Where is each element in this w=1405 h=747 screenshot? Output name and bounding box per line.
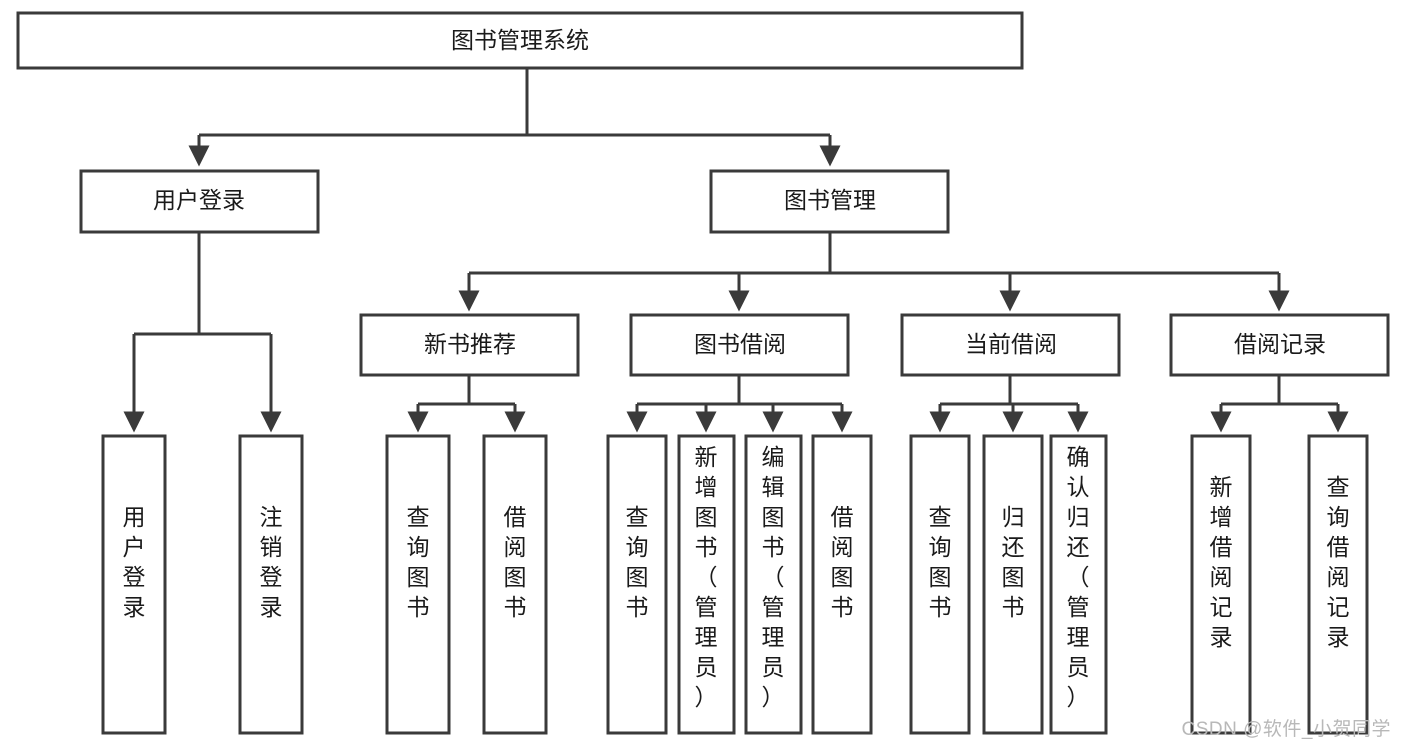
node-book-manage-label: 图书管理 — [784, 187, 876, 213]
node-leaf-return-book-box[interactable] — [982, 434, 1044, 735]
node-leaf-user-logout-label: 注销登录 — [260, 504, 283, 620]
node-user-login-label: 用户登录 — [153, 187, 245, 213]
node-leaf-query-book-borrow-box[interactable] — [606, 434, 668, 735]
node-leaf-query-book-cur[interactable]: 查询图书 — [909, 434, 971, 735]
node-leaf-user-login-box[interactable] — [101, 434, 167, 735]
node-leaf-add-book-box[interactable] — [677, 434, 736, 735]
node-user-login[interactable]: 用户登录 — [79, 169, 320, 234]
node-user-login-box[interactable] — [79, 169, 320, 234]
node-book-borrow-label: 图书借阅 — [694, 331, 786, 357]
node-leaf-query-record-box[interactable] — [1307, 434, 1369, 735]
node-new-book-rec-box[interactable] — [359, 313, 580, 377]
node-leaf-query-book-rec[interactable]: 查询图书 — [385, 434, 451, 735]
node-leaf-borrow-book-box[interactable] — [811, 434, 873, 735]
node-leaf-confirm-return-label: 确认归还（管理员） — [1067, 444, 1090, 710]
node-leaf-confirm-return-box[interactable] — [1049, 434, 1108, 735]
node-leaf-add-book[interactable]: 新增图书（管理员） — [677, 434, 736, 735]
node-current-borrow[interactable]: 当前借阅 — [900, 313, 1121, 377]
csdn-watermark: CSDN @软件_小贺同学 — [1181, 719, 1391, 740]
node-leaf-user-logout[interactable]: 注销登录 — [238, 434, 304, 735]
node-leaf-user-login-label: 用户登录 — [123, 504, 146, 620]
node-root[interactable]: 图书管理系统 — [16, 11, 1024, 70]
node-leaf-add-record-label: 新增借阅记录 — [1210, 474, 1233, 650]
node-leaf-add-record-box[interactable] — [1190, 434, 1252, 735]
node-current-borrow-box[interactable] — [900, 313, 1121, 377]
node-borrow-record-label: 借阅记录 — [1234, 331, 1326, 357]
node-leaf-return-book[interactable]: 归还图书 — [982, 434, 1044, 735]
node-leaf-borrow-book-rec[interactable]: 借阅图书 — [482, 434, 548, 735]
node-leaf-query-book-rec-box[interactable] — [385, 434, 451, 735]
node-leaf-borrow-book[interactable]: 借阅图书 — [811, 434, 873, 735]
node-leaf-user-login[interactable]: 用户登录 — [101, 434, 167, 735]
node-leaf-edit-book-label: 编辑图书（管理员） — [762, 444, 785, 710]
node-book-manage-box[interactable] — [709, 169, 950, 234]
node-leaf-edit-book-box[interactable] — [744, 434, 803, 735]
node-current-borrow-label: 当前借阅 — [965, 331, 1057, 357]
node-leaf-borrow-book-label: 借阅图书 — [831, 504, 854, 620]
node-leaf-query-book-cur-label: 查询图书 — [929, 504, 952, 620]
node-leaf-borrow-book-rec-label: 借阅图书 — [504, 504, 527, 620]
node-leaf-confirm-return[interactable]: 确认归还（管理员） — [1049, 434, 1108, 735]
connector-group — [123, 68, 1349, 433]
node-leaf-add-book-label: 新增图书（管理员） — [695, 444, 718, 710]
node-leaf-user-logout-box[interactable] — [238, 434, 304, 735]
node-borrow-record[interactable]: 借阅记录 — [1169, 313, 1390, 377]
node-leaf-edit-book[interactable]: 编辑图书（管理员） — [744, 434, 803, 735]
node-leaf-query-record-label: 查询借阅记录 — [1327, 474, 1350, 650]
node-new-book-rec[interactable]: 新书推荐 — [359, 313, 580, 377]
node-leaf-query-book-borrow-label: 查询图书 — [626, 504, 649, 620]
node-leaf-query-record[interactable]: 查询借阅记录 — [1307, 434, 1369, 735]
node-leaf-query-book-rec-label: 查询图书 — [407, 504, 430, 620]
node-leaf-query-book-cur-box[interactable] — [909, 434, 971, 735]
node-book-borrow-box[interactable] — [629, 313, 850, 377]
node-leaf-borrow-book-rec-box[interactable] — [482, 434, 548, 735]
node-leaf-return-book-label: 归还图书 — [1002, 504, 1025, 620]
node-book-manage[interactable]: 图书管理 — [709, 169, 950, 234]
node-book-borrow[interactable]: 图书借阅 — [629, 313, 850, 377]
node-leaf-query-book-borrow[interactable]: 查询图书 — [606, 434, 668, 735]
node-borrow-record-box[interactable] — [1169, 313, 1390, 377]
node-new-book-rec-label: 新书推荐 — [424, 331, 516, 357]
node-root-box[interactable] — [16, 11, 1024, 70]
node-leaf-add-record[interactable]: 新增借阅记录 — [1190, 434, 1252, 735]
node-root-label: 图书管理系统 — [451, 27, 589, 53]
